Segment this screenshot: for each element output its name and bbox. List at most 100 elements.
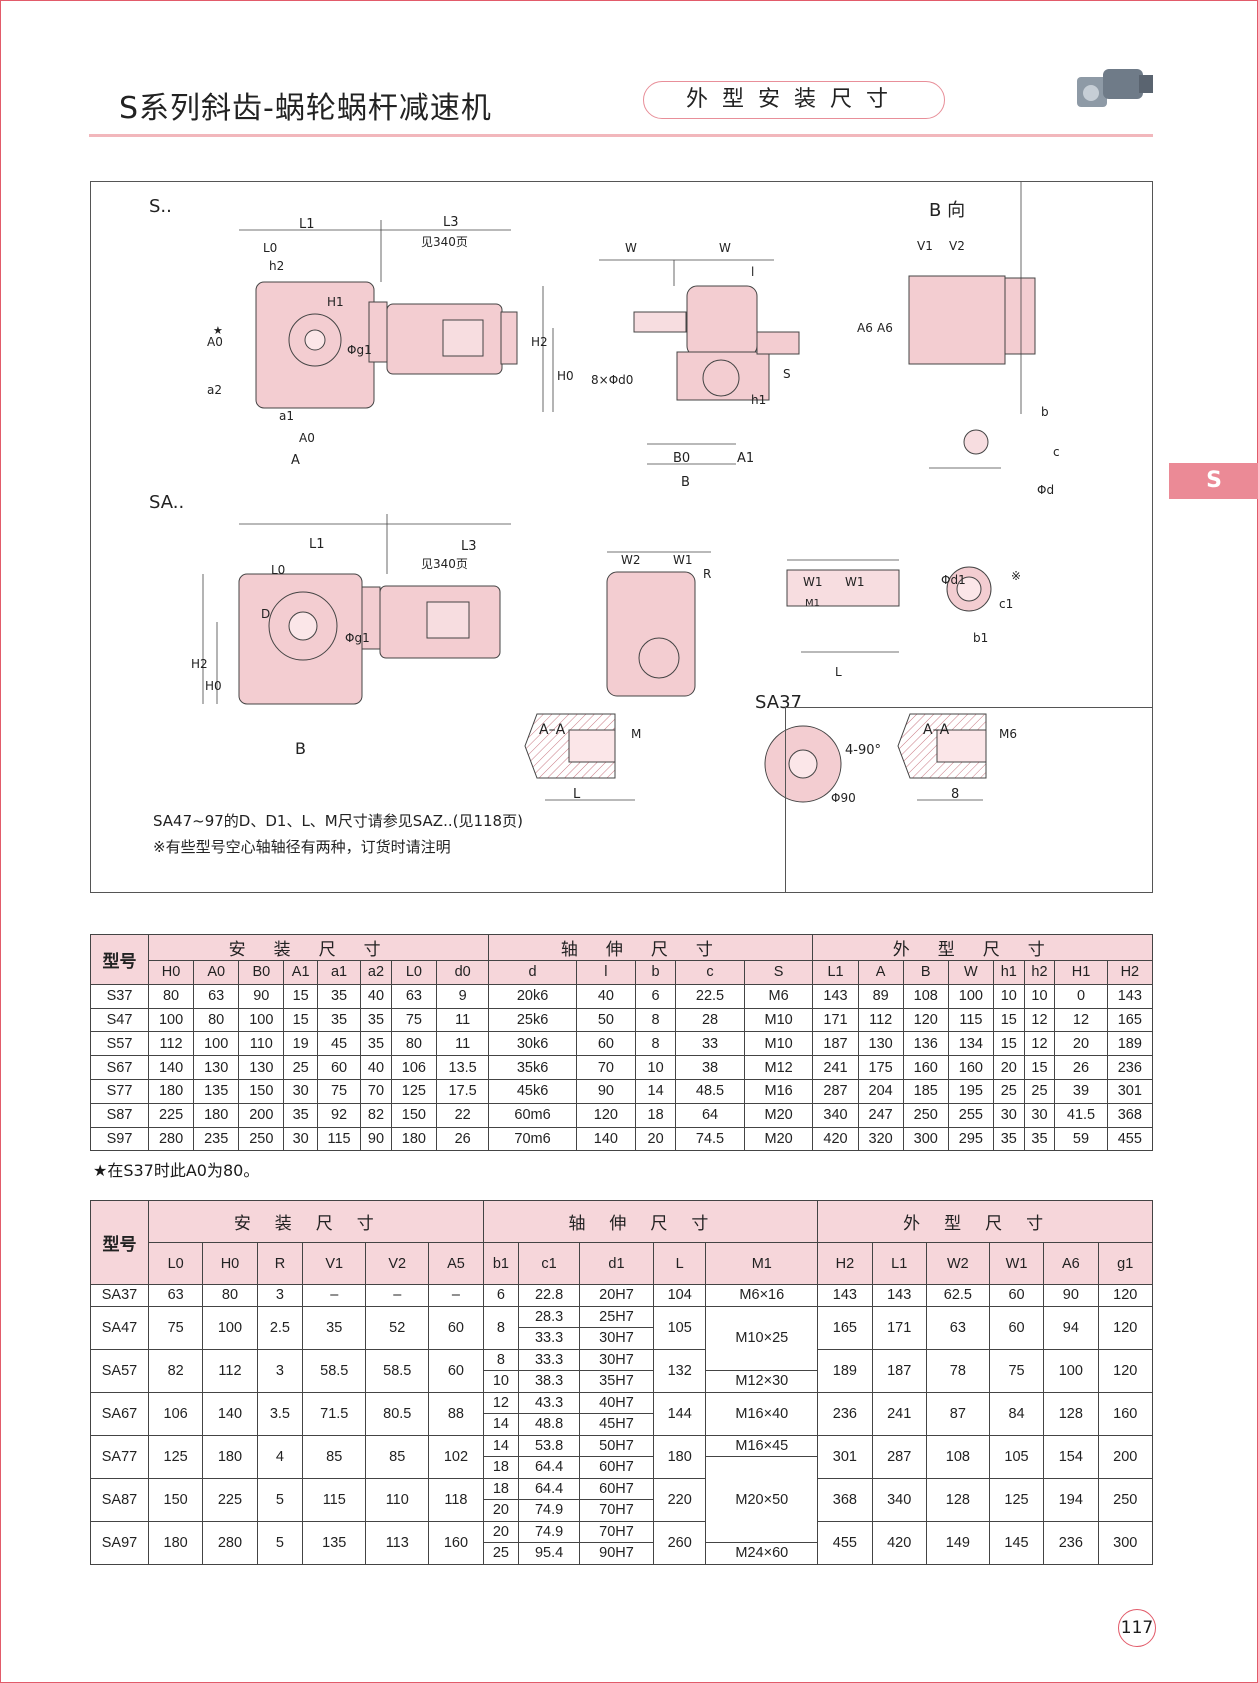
value-cell: 236 (1106, 1055, 1154, 1080)
value-cell: 11 (435, 1031, 490, 1057)
value-cell: 11 (435, 1007, 490, 1033)
value-cell: 38 (675, 1055, 745, 1080)
value-cell: 18 (482, 1456, 520, 1479)
phi-d1-label: Φd1 (941, 573, 966, 587)
value-cell: 149 (925, 1520, 990, 1565)
model-cell: SA37 (90, 1284, 149, 1307)
m1-cell: M10×25 (705, 1305, 819, 1371)
value-cell: 165 (1106, 1007, 1154, 1033)
value-cell: M10 (743, 1031, 814, 1057)
table2-col-header: H0 (202, 1242, 258, 1285)
w1-label: W1 (673, 553, 693, 567)
b0-label: B0 (673, 451, 690, 466)
value-cell: 455 (817, 1520, 873, 1565)
d0-label: 8×Φd0 (591, 373, 633, 387)
value-cell: 145 (988, 1520, 1045, 1565)
value-cell: 241 (871, 1391, 927, 1436)
value-cell: 140 (575, 1126, 636, 1152)
value-cell: 180 (202, 1434, 258, 1479)
value-cell: 160 (1097, 1391, 1153, 1436)
value-cell: 14 (482, 1413, 520, 1436)
value-cell: 17.5 (435, 1078, 490, 1104)
m1-cell: M6×16 (705, 1284, 819, 1307)
value-cell: 45H7 (578, 1413, 655, 1436)
section-tab: S (1169, 463, 1258, 499)
table1-col-header: d (488, 960, 577, 985)
value-cell: 120 (902, 1007, 949, 1033)
value-cell: 13.5 (435, 1055, 490, 1080)
value-cell: 160 (902, 1055, 949, 1080)
value-cell: M10 (743, 1007, 814, 1033)
value-cell: 84 (988, 1391, 1045, 1436)
h0-sa-label: H0 (205, 679, 222, 693)
value-cell: 187 (812, 1031, 859, 1057)
value-cell: 18 (482, 1477, 520, 1500)
value-cell: 143 (817, 1284, 873, 1307)
eight-label: 8 (951, 787, 959, 802)
table2-col-header: L1 (871, 1242, 927, 1285)
value-cell: 295 (947, 1126, 994, 1152)
value-cell: 130 (193, 1055, 240, 1080)
value-cell: 89 (857, 983, 904, 1009)
value-cell: 187 (871, 1348, 927, 1393)
table1-col-header: L1 (812, 960, 859, 985)
value-cell: 236 (817, 1391, 873, 1436)
model-cell: SA87 (90, 1477, 149, 1522)
value-cell: 300 (1097, 1520, 1153, 1565)
m6-label: M6 (999, 727, 1017, 741)
value-cell: 15 (992, 1007, 1025, 1033)
value-cell: 88 (428, 1391, 484, 1436)
value-cell: 150 (147, 1477, 204, 1522)
value-cell: 53.8 (518, 1434, 580, 1457)
value-cell: 60 (428, 1305, 484, 1350)
value-cell: 60 (316, 1055, 362, 1080)
value-cell: 60H7 (578, 1477, 655, 1500)
value-cell: 20 (482, 1520, 520, 1543)
l3-s-note: 见340页 (421, 235, 468, 249)
value-cell: 63 (147, 1284, 204, 1307)
h1-small-label: h1 (751, 393, 766, 407)
value-cell: 75 (390, 1007, 437, 1033)
value-cell: 64.4 (518, 1456, 580, 1479)
value-cell: 33.3 (518, 1327, 580, 1350)
value-cell: 35 (992, 1126, 1025, 1152)
table1-col-header: h1 (992, 960, 1025, 985)
value-cell: 2.5 (256, 1305, 304, 1350)
value-cell: 70H7 (578, 1520, 655, 1543)
value-cell: 143 (871, 1284, 927, 1307)
l1-sa-label: L1 (309, 537, 325, 552)
value-cell: 63 (193, 983, 240, 1009)
value-cell: 20H7 (578, 1284, 655, 1307)
w-left-label: W (625, 241, 637, 255)
l3-sa-label: L3 (461, 539, 477, 554)
value-cell: 85 (302, 1434, 367, 1479)
value-cell: 5 (256, 1477, 304, 1522)
table2-col-header: L0 (147, 1242, 204, 1285)
drawing-note-1: SA47~97的D、D1、L、M尺寸请参见SAZ..(见118页) (153, 812, 523, 830)
value-cell: 20 (634, 1126, 677, 1152)
g1-s-label: Φg1 (347, 343, 372, 357)
value-cell: 35 (360, 1007, 392, 1033)
value-cell: 194 (1043, 1477, 1099, 1522)
value-cell: 60H7 (578, 1456, 655, 1479)
a1-cap-label: A1 (737, 451, 754, 466)
value-cell: 260 (653, 1520, 707, 1565)
value-cell: 26 (1054, 1055, 1108, 1080)
value-cell: 125 (988, 1477, 1045, 1522)
value-cell: 420 (812, 1126, 859, 1152)
model-cell: S67 (90, 1055, 149, 1080)
value-cell: 115 (302, 1477, 367, 1522)
value-cell: M12 (743, 1055, 814, 1080)
value-cell: 236 (1043, 1520, 1099, 1565)
value-cell: 80.5 (365, 1391, 430, 1436)
value-cell: 128 (1043, 1391, 1099, 1436)
value-cell: 92 (316, 1102, 362, 1128)
value-cell: 70 (575, 1055, 636, 1080)
